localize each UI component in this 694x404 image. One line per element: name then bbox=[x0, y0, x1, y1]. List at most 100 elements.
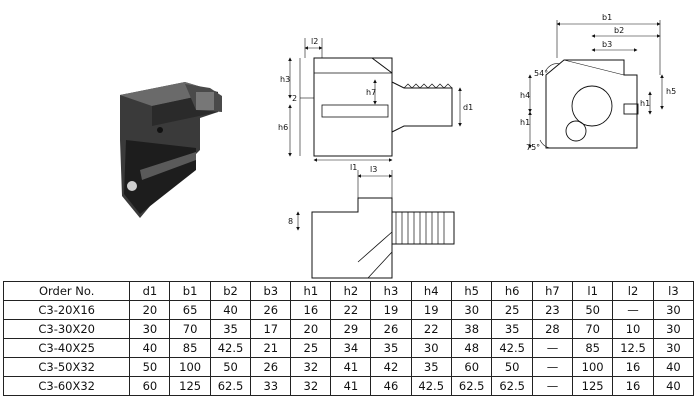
col-header-h1: h1 bbox=[290, 281, 332, 301]
cell-h6: 62.5 bbox=[491, 376, 533, 396]
cell-h7: 23 bbox=[531, 300, 573, 320]
cell-h1: 32 bbox=[290, 376, 332, 396]
cell-h5: 48 bbox=[450, 338, 493, 358]
tool-holder-photo bbox=[120, 82, 222, 218]
table-header-row: Order No. d1 b1 b2 b3 h1 h2 h3 h4 h5 h6 … bbox=[2, 281, 694, 301]
dim-label-d1: d1 bbox=[463, 103, 473, 112]
cell-l2: 12.5 bbox=[612, 338, 654, 358]
cell-h4: 30 bbox=[410, 338, 452, 358]
cell-d1: 60 bbox=[129, 376, 171, 396]
cell-h1: 32 bbox=[290, 357, 332, 377]
cell-h7: — bbox=[531, 376, 573, 396]
dim-label-b1: b1 bbox=[602, 13, 612, 22]
cell-h4: 42.5 bbox=[410, 376, 452, 396]
cell-b3: 17 bbox=[250, 319, 292, 339]
col-header-h4: h4 bbox=[410, 281, 452, 301]
cell-l1: 70 bbox=[571, 319, 614, 339]
cell-b2: 40 bbox=[209, 300, 252, 320]
cell-b1: 65 bbox=[169, 300, 211, 320]
cell-h3: 26 bbox=[370, 319, 412, 339]
dim-label-h6: h6 bbox=[278, 123, 288, 132]
dim-label-angle-54: 54° bbox=[534, 69, 548, 78]
cell-h2: 34 bbox=[330, 338, 372, 358]
col-header-h5: h5 bbox=[450, 281, 493, 301]
col-header-h3: h3 bbox=[370, 281, 412, 301]
cell-order-no: C3-30X20 bbox=[2, 319, 131, 339]
cell-b3: 21 bbox=[250, 338, 292, 358]
cell-l2: 10 bbox=[612, 319, 654, 339]
cell-l3: 40 bbox=[652, 376, 694, 396]
cell-h4: 35 bbox=[410, 357, 452, 377]
col-header-b1: b1 bbox=[169, 281, 211, 301]
cell-h5: 60 bbox=[450, 357, 493, 377]
cell-h1: 20 bbox=[290, 319, 332, 339]
dim-label-h5: h5 bbox=[666, 87, 676, 96]
top-view-drawing bbox=[296, 170, 455, 279]
cell-h6: 50 bbox=[491, 357, 533, 377]
cell-l3: 30 bbox=[652, 338, 694, 358]
cell-d1: 50 bbox=[129, 357, 171, 377]
col-header-l2: l2 bbox=[612, 281, 654, 301]
cell-h4: 22 bbox=[410, 319, 452, 339]
cell-h1: 16 bbox=[290, 300, 332, 320]
cell-h6: 42.5 bbox=[491, 338, 533, 358]
cell-h7: 28 bbox=[531, 319, 573, 339]
dim-label-h4: h4 bbox=[520, 91, 530, 100]
cell-h2: 29 bbox=[330, 319, 372, 339]
cell-l2: 16 bbox=[612, 376, 654, 396]
dim-label-h3: h3 bbox=[280, 75, 290, 84]
dim-label-b2: b2 bbox=[614, 26, 624, 35]
cell-b3: 33 bbox=[250, 376, 292, 396]
col-header-d1: d1 bbox=[129, 281, 171, 301]
cell-b3: 26 bbox=[250, 357, 292, 377]
cell-h7: — bbox=[531, 357, 573, 377]
dim-label-l3: l3 bbox=[370, 165, 377, 174]
cell-b2: 62.5 bbox=[209, 376, 252, 396]
cell-b1: 125 bbox=[169, 376, 211, 396]
cell-h2: 41 bbox=[330, 376, 372, 396]
cell-order-no: C3-60X32 bbox=[2, 376, 131, 396]
col-header-h2: h2 bbox=[330, 281, 372, 301]
cell-b2: 50 bbox=[209, 357, 252, 377]
cell-d1: 40 bbox=[129, 338, 171, 358]
cell-l3: 30 bbox=[652, 300, 694, 320]
col-header-order-no: Order No. bbox=[2, 281, 131, 301]
cell-l3: 40 bbox=[652, 357, 694, 377]
cell-l1: 125 bbox=[571, 376, 614, 396]
col-header-h7: h7 bbox=[531, 281, 573, 301]
cell-h3: 42 bbox=[370, 357, 412, 377]
cell-h6: 25 bbox=[491, 300, 533, 320]
col-header-l3: l3 bbox=[652, 281, 694, 301]
cell-h2: 41 bbox=[330, 357, 372, 377]
cell-h2: 22 bbox=[330, 300, 372, 320]
front-view-drawing bbox=[528, 20, 664, 149]
cell-h5: 62.5 bbox=[450, 376, 493, 396]
cell-l1: 85 bbox=[571, 338, 614, 358]
cell-h6: 35 bbox=[491, 319, 533, 339]
dim-label-h1: h1 bbox=[640, 99, 650, 108]
table-row: C3-30X20 30 70 35 17 20 29 26 22 38 35 2… bbox=[2, 319, 694, 339]
dim-label-h7: h7 bbox=[366, 88, 376, 97]
side-view-drawing bbox=[288, 38, 462, 162]
table-row: C3-20X16 20 65 40 26 16 22 19 19 30 25 2… bbox=[2, 300, 694, 320]
dim-label-b3: b3 bbox=[602, 40, 612, 49]
cell-h5: 38 bbox=[450, 319, 493, 339]
dim-label-l2: l2 bbox=[311, 37, 318, 46]
cell-order-no: C3-40X25 bbox=[2, 338, 131, 358]
cell-h4: 19 bbox=[410, 300, 452, 320]
dim-label-angle-75: 75° bbox=[526, 143, 540, 152]
cell-h3: 46 bbox=[370, 376, 412, 396]
cell-d1: 30 bbox=[129, 319, 171, 339]
cell-h3: 35 bbox=[370, 338, 412, 358]
technical-drawings: l2 h3 h7 2 h6 d1 l1 b1 b2 b3 54° h4 h1 7… bbox=[120, 13, 676, 279]
cell-h1: 25 bbox=[290, 338, 332, 358]
col-header-l1: l1 bbox=[571, 281, 614, 301]
dim-label-8: 8 bbox=[288, 217, 293, 226]
dimensions-table: Order No. d1 b1 b2 b3 h1 h2 h3 h4 h5 h6 … bbox=[2, 281, 694, 396]
table-row: C3-60X32 60 125 62.5 33 32 41 46 42.5 62… bbox=[2, 376, 694, 396]
cell-d1: 20 bbox=[129, 300, 171, 320]
cell-h7: — bbox=[531, 338, 573, 358]
cell-b1: 85 bbox=[169, 338, 211, 358]
cell-order-no: C3-20X16 bbox=[2, 300, 131, 320]
col-header-b2: b2 bbox=[209, 281, 252, 301]
